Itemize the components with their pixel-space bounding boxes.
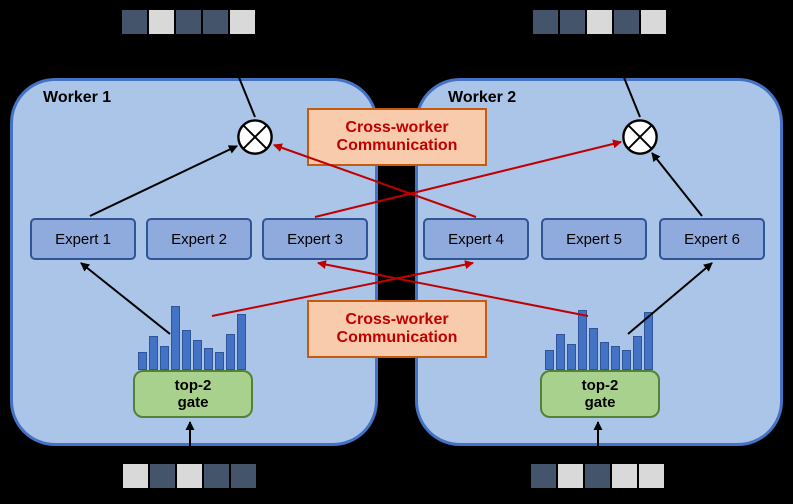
histogram-bar [215, 352, 224, 370]
gate-label-line1: top-2 [581, 376, 619, 394]
output-token-strip-worker-2 [533, 10, 666, 34]
token-square-dark [204, 464, 229, 488]
input-token-strip-worker-2 [531, 464, 664, 488]
expert-3-label: Expert 3 [287, 230, 343, 248]
expert-3-box: Expert 3 [262, 218, 368, 260]
gate-label-line2: gate [177, 394, 209, 411]
token-square-light [230, 10, 255, 34]
gate-label-line2: gate [584, 394, 616, 411]
histogram-bar [171, 306, 180, 370]
comm-label-line2: Communication [336, 329, 458, 346]
expert-1-label: Expert 1 [55, 230, 111, 248]
histogram-bar [600, 342, 609, 370]
token-square-light [587, 10, 612, 34]
cross-worker-communication-box-bottom: Cross-worker Communication [307, 300, 487, 358]
histogram-bar [226, 334, 235, 370]
comm-label-line2: Communication [336, 137, 458, 154]
histogram-bar [578, 310, 587, 370]
token-square-light [149, 10, 174, 34]
token-square-light [639, 464, 664, 488]
expert-4-label: Expert 4 [448, 230, 504, 248]
token-square-dark [231, 464, 256, 488]
comm-label-line1: Cross-worker [345, 310, 449, 328]
gate-label-line1: top-2 [174, 376, 212, 394]
token-square-light [612, 464, 637, 488]
histogram-bar [182, 330, 191, 370]
token-square-dark [203, 10, 228, 34]
histogram-bar [567, 344, 576, 370]
expert-6-label: Expert 6 [684, 230, 740, 248]
cross-worker-communication-box-top: Cross-worker Communication [307, 108, 487, 166]
histogram-bar [193, 340, 202, 370]
token-square-dark [533, 10, 558, 34]
token-square-dark [614, 10, 639, 34]
expert-2-label: Expert 2 [171, 230, 227, 248]
token-square-light [177, 464, 202, 488]
histogram-bar [204, 348, 213, 370]
token-square-dark [150, 464, 175, 488]
top2-gate-worker-2: top-2 gate [540, 370, 660, 418]
expert-5-box: Expert 5 [541, 218, 647, 260]
histogram-bar [622, 350, 631, 370]
gate-score-histogram-worker-2 [545, 300, 653, 370]
histogram-bar [611, 346, 620, 370]
top2-gate-worker-1: top-2 gate [133, 370, 253, 418]
worker-1-label: Worker 1 [43, 89, 112, 106]
histogram-bar [138, 352, 147, 370]
token-square-dark [122, 10, 147, 34]
histogram-bar [237, 314, 246, 370]
expert-1-box: Expert 1 [30, 218, 136, 260]
output-token-strip-worker-1 [122, 10, 255, 34]
circled-times-icon [236, 118, 274, 156]
token-square-light [558, 464, 583, 488]
expert-4-box: Expert 4 [423, 218, 529, 260]
token-square-dark [176, 10, 201, 34]
input-token-strip-worker-1 [123, 464, 256, 488]
expert-6-box: Expert 6 [659, 218, 765, 260]
histogram-bar [545, 350, 554, 370]
worker-2-label: Worker 2 [448, 89, 517, 106]
histogram-bar [160, 346, 169, 370]
expert-2-box: Expert 2 [146, 218, 252, 260]
token-square-dark [585, 464, 610, 488]
token-square-light [641, 10, 666, 34]
token-square-dark [560, 10, 585, 34]
histogram-bar [149, 336, 158, 370]
token-square-dark [531, 464, 556, 488]
histogram-bar [556, 334, 565, 370]
circled-times-icon [621, 118, 659, 156]
expert-5-label: Expert 5 [566, 230, 622, 248]
gate-score-histogram-worker-1 [138, 300, 246, 370]
histogram-bar [644, 312, 653, 370]
comm-label-line1: Cross-worker [345, 118, 449, 136]
token-square-light [123, 464, 148, 488]
histogram-bar [589, 328, 598, 370]
histogram-bar [633, 336, 642, 370]
